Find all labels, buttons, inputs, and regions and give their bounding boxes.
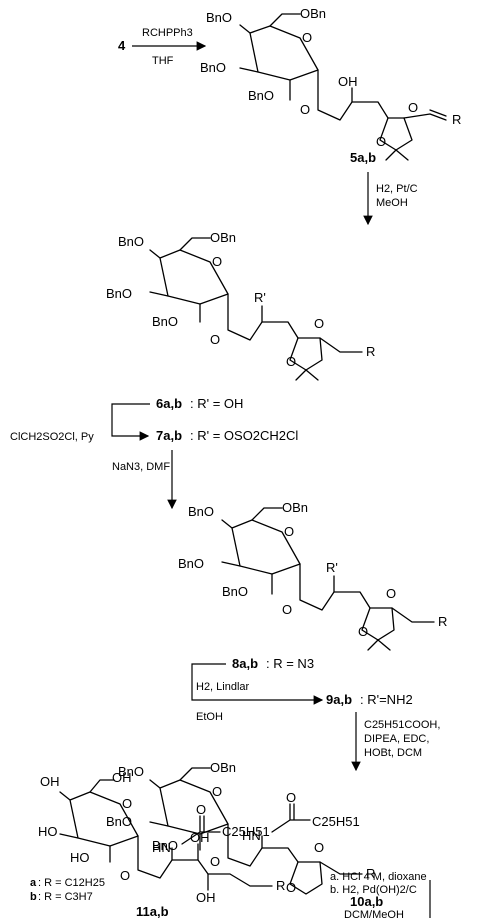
svg-text:O: O [120,868,130,883]
svg-text:OH: OH [196,890,216,905]
key-a: a [30,877,37,889]
svg-text:C25H51: C25H51 [312,814,360,829]
svg-text:O: O [358,624,368,639]
svg-text:O: O [376,134,386,149]
step-2-solvent: MeOH [376,197,408,209]
substituent-key: a : R = C12H25 b : R = C3H7 11a,b [30,877,169,919]
svg-text:O: O [300,102,310,117]
step-3-arrow [111,403,150,441]
step-3: 6a,b : R' = OH ClCH2SO2Cl, Py 7a,b : R' … [10,396,298,443]
svg-text:BnO: BnO [188,504,214,519]
svg-text:BnO: BnO [106,286,132,301]
svg-text:O: O [314,840,324,855]
step-7-line1: a. HCl 4 M, dioxane [330,871,427,883]
compound-11-label: 11a,b [136,904,169,919]
compound-8-label: 8a,b [232,656,258,671]
svg-text:O: O [282,602,292,617]
compound-10-structure: BnO OBn BnO BnO O HN O C25H51 O O O R 10… [106,760,383,909]
svg-text:O: O [210,332,220,347]
svg-text:R: R [438,614,447,629]
step-7: a. HCl 4 M, dioxane b. H2, Pd(OH)2/C DCM… [330,871,431,921]
svg-text:R: R [452,112,461,127]
step-5-reagent: H2, Lindlar [196,681,250,693]
svg-text:OH: OH [190,830,210,845]
svg-text:R: R [276,878,285,893]
svg-text:R': R' [326,560,338,575]
step-6: C25H51COOH, DIPEA, EDC, HOBt, DCM [351,712,440,772]
svg-text:BnO: BnO [118,764,144,779]
svg-text:O: O [210,854,220,869]
svg-text:O: O [386,586,396,601]
step-7-line3: DCM/MeOH [344,909,404,921]
svg-text:O: O [314,316,324,331]
step-6-line1: C25H51COOH, [364,719,440,731]
step-2: H2, Pt/C MeOH [363,172,418,226]
svg-text:OBn: OBn [300,6,326,21]
compound-5-structure: BnO OBn BnO BnO O OH O O O R 5a,b [200,6,461,165]
svg-text:OH: OH [40,774,60,789]
step-1: 4 RCHPPh3 THF [118,27,207,67]
compound-9-label: 9a,b [326,692,352,707]
step-4: NaN3, DMF [112,450,177,510]
svg-text:O: O [286,880,296,895]
compound-6-structure: BnO OBn BnO BnO O R' O O O R [106,230,375,381]
compound-8-structure: BnO OBn BnO BnO O R' O O O R [178,500,447,651]
svg-text:HO: HO [70,850,90,865]
svg-text:BnO: BnO [106,814,132,829]
svg-text:OBn: OBn [210,230,236,245]
compound-7-label: 7a,b [156,428,182,443]
svg-text:C25H51: C25H51 [222,824,270,839]
svg-text:BnO: BnO [178,556,204,571]
svg-text:O: O [122,796,132,811]
svg-text:O: O [286,354,296,369]
step-6-line3: HOBt, DCM [364,747,422,759]
svg-text:R: R [366,866,375,881]
svg-text:BnO: BnO [200,60,226,75]
svg-text:HN: HN [152,840,171,855]
svg-text:OBn: OBn [282,500,308,515]
step-5-solvent: EtOH [196,711,223,723]
step-5: 8a,b : R = N3 H2, Lindlar EtOH 9a,b : R'… [191,656,413,723]
compound-5-label: 5a,b [350,150,376,165]
step-6-line2: DIPEA, EDC, [364,733,429,745]
svg-text:O: O [408,100,418,115]
svg-text:BnO: BnO [222,584,248,599]
svg-text:BnO: BnO [152,314,178,329]
svg-text:HO: HO [38,824,58,839]
key-a-value: : R = C12H25 [38,877,105,889]
key-b: b [30,891,37,903]
compound-7-detail: : R' = OSO2CH2Cl [190,428,298,443]
svg-text:O: O [302,30,312,45]
step-3-reagent: ClCH2SO2Cl, Py [10,431,94,443]
step-2-reagent: H2, Pt/C [376,183,418,195]
svg-text:OH: OH [112,770,132,785]
compound-6-detail: : R' = OH [190,396,243,411]
svg-text:O: O [212,784,222,799]
step-1-reagent: RCHPPh3 [142,27,193,39]
svg-text:O: O [286,790,296,805]
svg-text:BnO: BnO [118,234,144,249]
step-4-reagent: NaN3, DMF [112,461,170,473]
compound-11-structure: OH OH HO HO O HN O C25H51 O OH OH R [38,770,285,905]
step-7-line2: b. H2, Pd(OH)2/C [330,884,417,896]
svg-text:OBn: OBn [210,760,236,775]
compound-10-label: 10a,b [350,894,383,909]
svg-text:BnO: BnO [206,10,232,25]
svg-text:OH: OH [338,74,358,89]
svg-text:R: R [366,344,375,359]
start-compound-label: 4 [118,38,126,53]
step-1-solvent: THF [152,55,174,67]
svg-text:HN: HN [242,828,261,843]
svg-text:BnO: BnO [248,88,274,103]
compound-8-detail: : R = N3 [266,656,314,671]
compound-9-detail: : R'=NH2 [360,692,413,707]
compound-6-label: 6a,b [156,396,182,411]
key-b-value: : R = C3H7 [38,891,93,903]
svg-text:O: O [212,254,222,269]
svg-text:R': R' [254,290,266,305]
svg-text:O: O [196,802,206,817]
svg-text:O: O [284,524,294,539]
step-5-arrow [191,663,324,705]
